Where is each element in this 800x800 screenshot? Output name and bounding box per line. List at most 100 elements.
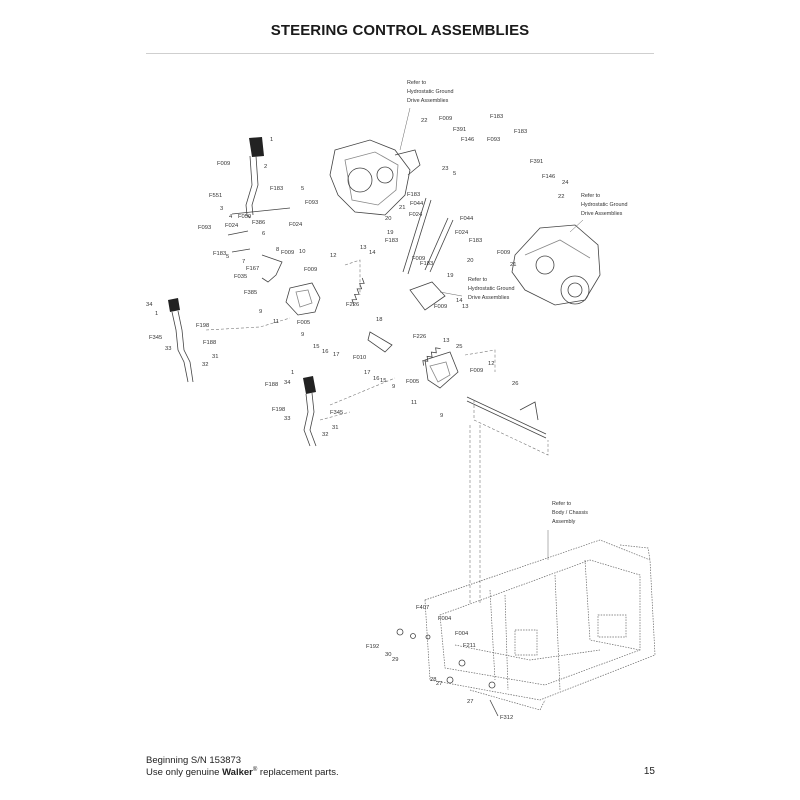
chassis-frame (424, 539, 656, 711)
callout-label: 6 (262, 231, 265, 237)
callout-label: F093 (305, 200, 318, 206)
callout-label: 17 (333, 352, 339, 358)
callout-label: 28 (430, 677, 436, 683)
footer-brand: Walker (222, 767, 253, 779)
callout-label: F198 (196, 323, 209, 329)
callout-label: F004 (455, 631, 469, 637)
callout-label: 5 (301, 186, 304, 192)
callout-label: 34 (284, 380, 291, 386)
svg-text:Hydrostatic Ground: Hydrostatic Ground (581, 202, 627, 208)
callout-label: 33 (165, 346, 171, 352)
callout-label: 23 (442, 166, 448, 172)
callout-label: 15 (380, 378, 386, 384)
hand-lever-right (303, 376, 317, 447)
svg-text:Drive Assemblies: Drive Assemblies (468, 295, 510, 301)
pivot-rods (227, 207, 321, 316)
callout-label: F183 (213, 251, 226, 257)
callout-label: F198 (272, 407, 285, 413)
callout-label: F345 (330, 410, 343, 416)
callout-label: F183 (469, 238, 482, 244)
callout-label: 16 (322, 349, 328, 355)
svg-text:Assembly: Assembly (552, 519, 576, 525)
callout-label: 7 (242, 259, 245, 265)
callout-label: 32 (202, 362, 208, 368)
callout-label: 5 (453, 171, 456, 177)
svg-text:Body / Chassis: Body / Chassis (552, 510, 588, 516)
callout-label: 33 (284, 416, 290, 422)
callout-label: F183 (490, 114, 503, 120)
callout-label: F192 (366, 644, 379, 650)
callout-label: 10 (299, 249, 305, 255)
callout-label: 3 (220, 206, 223, 212)
callout-label: F183 (385, 238, 398, 244)
callout-label: F004 (438, 616, 452, 622)
callout-label: F093 (487, 137, 500, 143)
callout-label: 5 (226, 254, 229, 260)
callout-label: 19 (387, 230, 393, 236)
callout-label: 22 (421, 118, 427, 124)
callout-label: 17 (364, 370, 370, 376)
callout-label: 9 (301, 332, 304, 338)
callout-label: F226 (346, 302, 359, 308)
springs (351, 197, 454, 366)
hydrostatic-transmission-right (511, 224, 601, 306)
callout-label: F059 (238, 214, 251, 220)
svg-text:Refer to: Refer to (552, 501, 571, 507)
callout-label: F005 (297, 320, 310, 326)
ref-hydro-mid: Refer to Hydrostatic Ground Drive Assemb… (468, 277, 514, 301)
callout-label: 1 (291, 370, 294, 376)
callout-label: 1 (155, 311, 158, 317)
callout-label: F093 (198, 225, 211, 231)
callout-label: F183 (407, 192, 420, 198)
callout-label: F167 (246, 266, 259, 272)
callout-label: F009 (412, 256, 425, 262)
callout-label: 20 (467, 258, 473, 264)
callout-label: 13 (462, 304, 468, 310)
steering-lever-upper (245, 137, 264, 219)
callout-label: 14 (369, 250, 376, 256)
callout-label: F183 (270, 186, 283, 192)
callout-label: F009 (439, 116, 452, 122)
callout-label: F312 (500, 715, 513, 721)
callout-label: 31 (332, 425, 338, 431)
assembly-leaders (205, 259, 549, 605)
ref-hydro-top: Refer to Hydrostatic Ground Drive Assemb… (407, 80, 453, 104)
callout-label: F146 (542, 174, 555, 180)
center-pivot-bracket (367, 281, 459, 389)
callout-label: 30 (385, 652, 391, 658)
callout-label: F010 (353, 355, 366, 361)
svg-text:Drive Assemblies: Drive Assemblies (581, 211, 623, 217)
callout-label: 9 (440, 413, 443, 419)
callout-label: 27 (467, 699, 473, 705)
footer-suffix: replacement parts. (257, 767, 339, 779)
callout-label: F035 (234, 274, 247, 280)
callout-label: 27 (436, 681, 442, 687)
title-divider (146, 53, 654, 54)
callout-label: F009 (217, 161, 230, 167)
callout-label: 19 (447, 273, 453, 279)
ref-chassis: Refer to Body / Chassis Assembly (552, 501, 588, 525)
callout-label: 15 (313, 344, 319, 350)
svg-text:Hydrostatic Ground: Hydrostatic Ground (407, 89, 453, 95)
callout-label: 1 (270, 137, 273, 143)
callout-label: F188 (265, 382, 278, 388)
svg-text:Hydrostatic Ground: Hydrostatic Ground (468, 286, 514, 292)
cross-shaft (466, 396, 547, 439)
callout-label: F183 (420, 261, 433, 267)
callout-label: F024 (225, 223, 239, 229)
callout-label: 11 (411, 400, 417, 406)
callout-label: F226 (413, 334, 426, 340)
callout-label: F391 (530, 159, 543, 165)
callout-label: F009 (304, 267, 317, 273)
callout-label: 13 (443, 338, 449, 344)
callout-label: F009 (470, 368, 483, 374)
callout-label: 12 (488, 361, 494, 367)
callout-label: 32 (322, 432, 328, 438)
callout-label: F188 (203, 340, 216, 346)
callout-label: 26 (512, 381, 518, 387)
callout-label: F009 (497, 250, 510, 256)
page-title: STEERING CONTROL ASSEMBLIES (270, 22, 530, 39)
callout-label: 29 (392, 657, 398, 663)
callout-label: F009 (434, 304, 447, 310)
